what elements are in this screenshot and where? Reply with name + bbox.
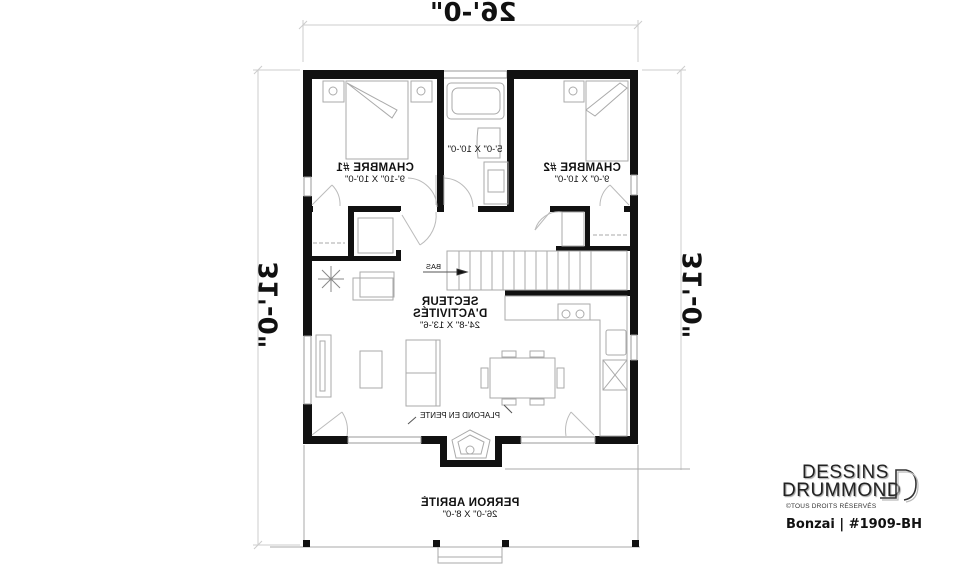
dimension-lines [253, 20, 686, 550]
room-size: 9'-10" X 10'-0" [345, 174, 406, 185]
plant-icon [318, 266, 344, 292]
overall-width-dimension: 26'-0" [430, 0, 517, 28]
porch-posts [303, 540, 639, 547]
fixtures [270, 80, 690, 564]
plan-name: Bonzai | #1909-BH [786, 517, 922, 532]
room-name-line1: SECTEUR [421, 296, 479, 308]
interior-walls [303, 70, 638, 296]
door-swings [311, 175, 630, 437]
room-label-perron: PERRON ABRITÉ 26'-0" X 8'-0" [410, 497, 530, 520]
ceiling-note: PLAFOND EN PENTE [420, 411, 501, 420]
windows [303, 70, 638, 444]
room-label-chambre-2: CHAMBRE #2 9'-0" X 10'-0" [537, 162, 627, 185]
stairs-direction-label: BAS [426, 262, 442, 271]
logo-line1: DESSINS [802, 462, 889, 483]
annotation-leaders [407, 268, 513, 425]
overall-depth-dimension-left: 31'-0" [254, 261, 285, 349]
room-label-salle-de-bain: 5'-0" X 10'-0" [440, 144, 510, 155]
room-size: 5'-0" X 10'-0" [447, 144, 503, 155]
room-name: PERRON ABRITÉ [420, 497, 520, 509]
room-size: 26'-0" X 8'-0" [442, 509, 498, 520]
logo-mark-icon [880, 469, 919, 503]
copyright-notice: ©TOUS DROITS RÉSERVÉS [786, 503, 877, 510]
overall-depth-dimension-right: 31'-0" [678, 251, 709, 339]
room-size: 24'-8" X 13'-6" [420, 320, 481, 331]
room-label-secteur-activites: SECTEUR D'ACTIVITÉS 24'-8" X 13'-6" [400, 296, 500, 331]
room-label-chambre-1: CHAMBRE #1 9'-10" X 10'-0" [330, 162, 420, 185]
room-name-line2: D'ACTIVITÉS [412, 308, 488, 320]
stair-treads [458, 251, 592, 290]
room-size: 9'-0" X 10'-0" [554, 174, 610, 185]
room-name: CHAMBRE #2 [543, 162, 621, 174]
logo-line2: DRUMMOND [782, 480, 902, 501]
exterior-walls [303, 70, 638, 467]
room-name: CHAMBRE #1 [336, 162, 414, 174]
